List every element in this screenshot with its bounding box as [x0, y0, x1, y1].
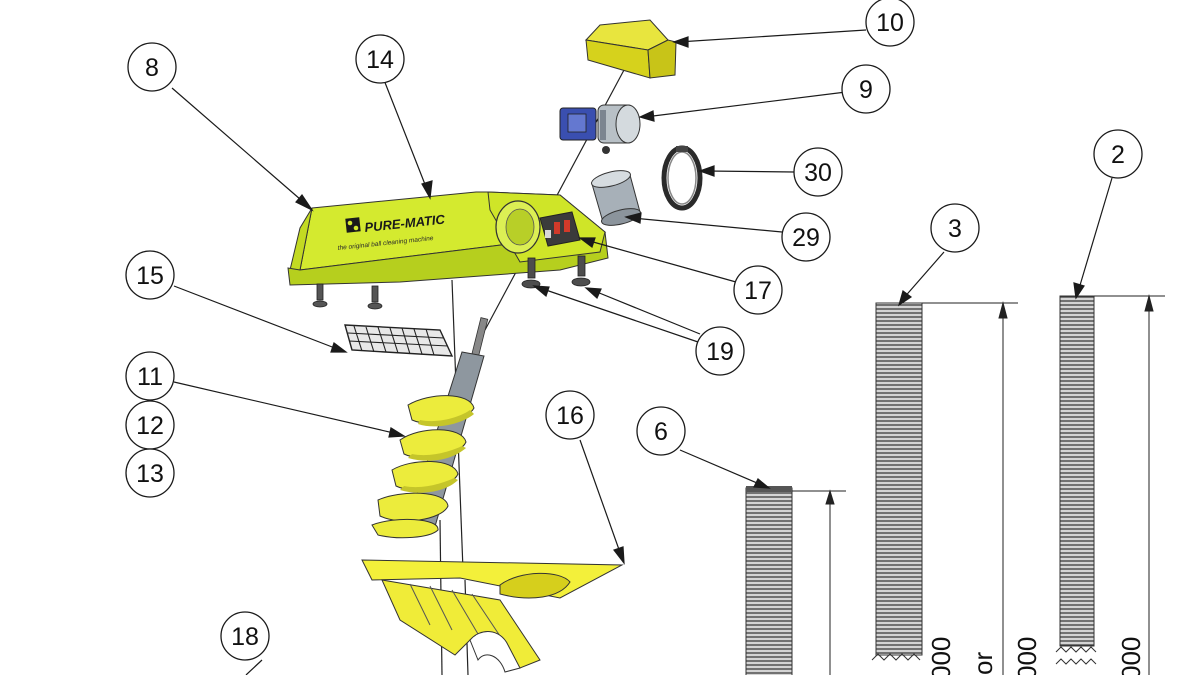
callout-13: 13 — [125, 448, 175, 498]
callout-17-label: 17 — [744, 277, 772, 305]
machine-feet — [312, 283, 383, 310]
dimension-lines — [792, 294, 1165, 675]
callout-16-label: 16 — [556, 402, 584, 430]
part-6-tube — [745, 486, 793, 675]
dim-tube3-value-b: or — [968, 652, 998, 675]
part-10-cover-cap — [584, 19, 677, 79]
callout-3: 3 — [930, 203, 980, 253]
callout-14: 14 — [355, 34, 405, 84]
callout-13-label: 13 — [136, 460, 164, 488]
dim-tube3-value-a: 000 — [926, 637, 956, 675]
callout-19: 19 — [695, 326, 745, 376]
part-16-hopper — [361, 559, 624, 673]
callout-18: 18 — [220, 611, 270, 661]
callout-10: 10 — [865, 0, 915, 47]
callout-15-label: 15 — [136, 262, 164, 290]
leader-lines — [171, 29, 1113, 675]
callout-2: 2 — [1093, 129, 1143, 179]
part-11-auger — [371, 317, 489, 539]
callout-11: 11 — [125, 351, 175, 401]
part-15-grate — [344, 324, 454, 357]
callout-29: 29 — [781, 212, 831, 262]
dimension-values: 000 or 000 000 — [926, 637, 1146, 675]
part-9-motor — [559, 104, 641, 154]
callout-14-label: 14 — [366, 46, 394, 74]
callout-29-label: 29 — [792, 224, 820, 252]
callout-8: 8 — [127, 42, 177, 92]
callout-12: 12 — [125, 400, 175, 450]
callout-12-label: 12 — [136, 412, 164, 440]
callout-17: 17 — [733, 265, 783, 315]
callout-18-label: 18 — [231, 623, 259, 651]
callout-11-label: 11 — [137, 363, 163, 391]
callout-19-label: 19 — [706, 338, 734, 366]
part-8-machine-housing: PURE-MATIC the original ball cleaning ma… — [287, 191, 609, 310]
callout-30-label: 30 — [804, 159, 832, 187]
callout-8-label: 8 — [145, 54, 159, 82]
callout-2-label: 2 — [1111, 141, 1125, 169]
dim-tube3-value-c: 000 — [1012, 637, 1042, 675]
part-3-tube — [871, 302, 923, 661]
part-30-clamp-ring — [661, 145, 703, 211]
callout-16: 16 — [545, 390, 595, 440]
callout-15: 15 — [125, 250, 175, 300]
part-17-control-box — [539, 211, 581, 247]
callout-6: 6 — [636, 406, 686, 456]
pure-matic-logo-mark — [345, 217, 361, 233]
callout-3-label: 3 — [948, 215, 962, 243]
callout-30: 30 — [793, 147, 843, 197]
part-2-tube — [1055, 295, 1097, 665]
callout-9: 9 — [841, 64, 891, 114]
callout-bubbles: 8 14 10 9 30 29 17 19 15 11 12 13 16 6 3… — [125, 0, 1143, 661]
dim-tube2-value: 000 — [1116, 637, 1146, 675]
callout-9-label: 9 — [859, 76, 873, 104]
part-29-sleeve — [591, 170, 641, 226]
callout-6-label: 6 — [654, 418, 668, 446]
callout-10-label: 10 — [876, 9, 904, 37]
